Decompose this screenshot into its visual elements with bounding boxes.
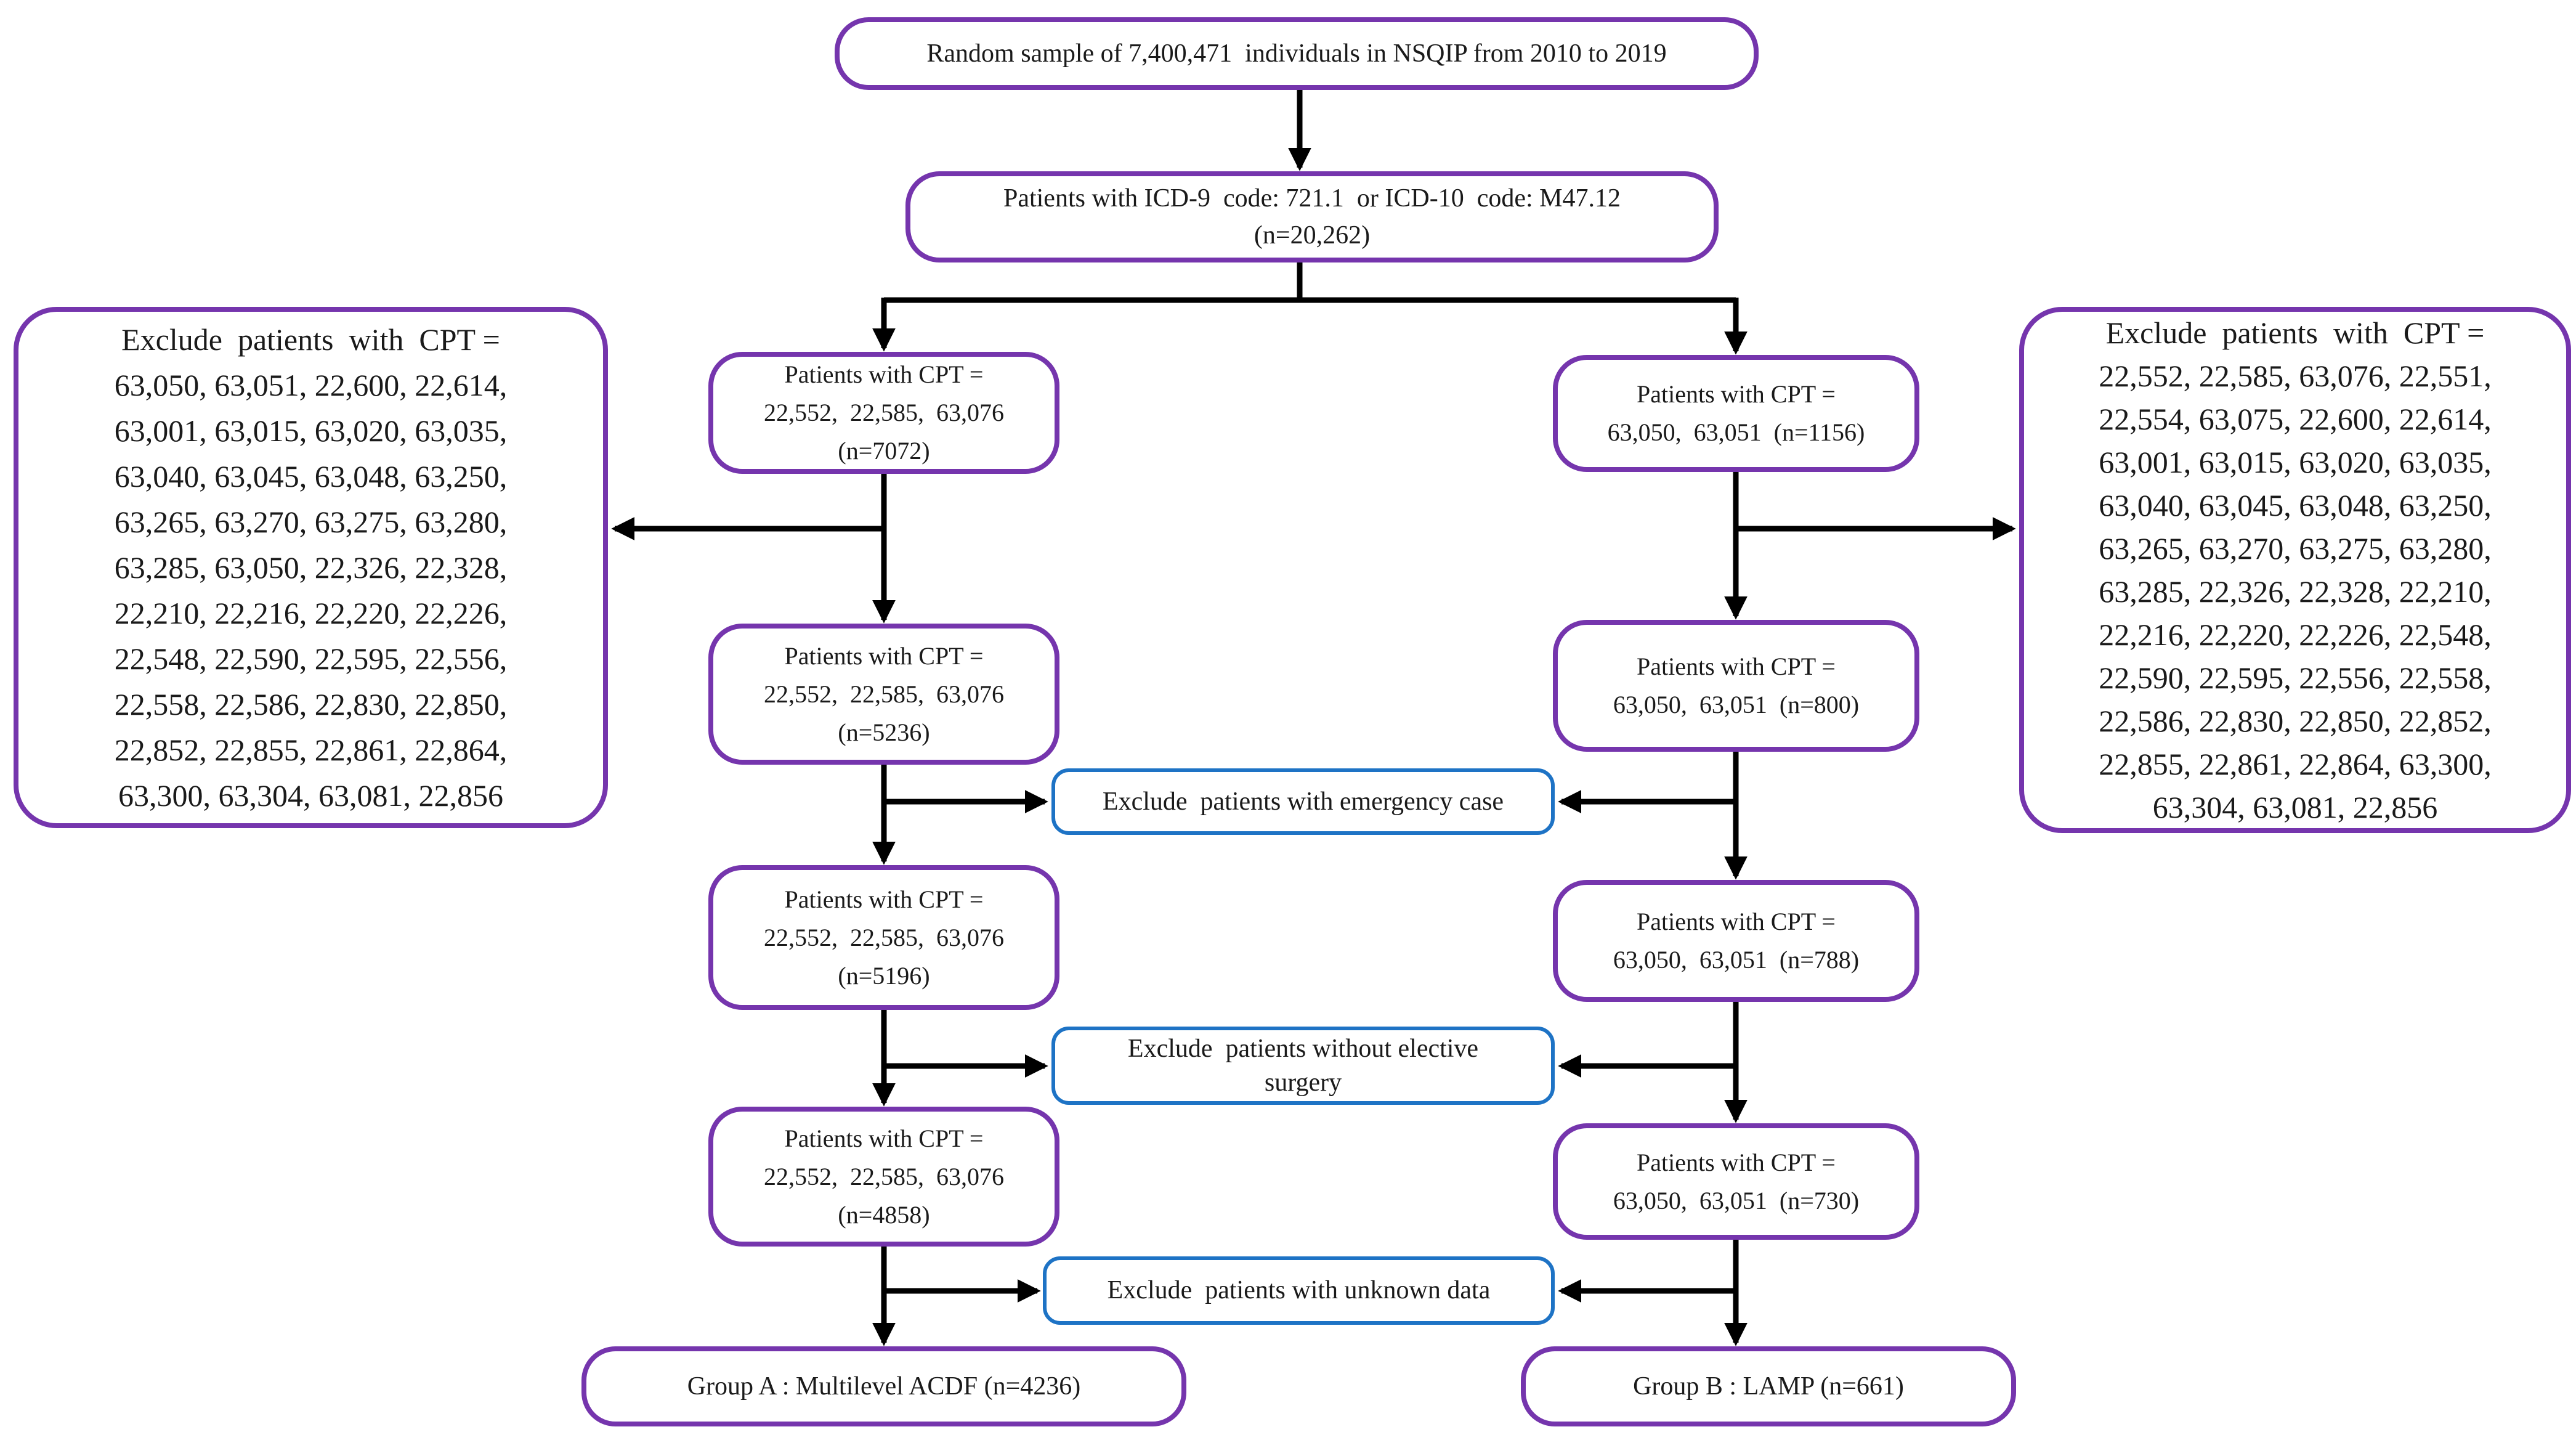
node-cpt-n1156: Patients with CPT =63,050, 63,051 (n=115… — [1553, 355, 1919, 472]
node-cpt-n5196: Patients with CPT =22,552, 22,585, 63,07… — [708, 865, 1059, 1010]
node-cpt-n788: Patients with CPT =63,050, 63,051 (n=788… — [1553, 880, 1919, 1002]
node-cpt-n5236: Patients with CPT =22,552, 22,585, 63,07… — [708, 624, 1059, 765]
node-icd-criteria: Patients with ICD-9 code: 721.1 or ICD-1… — [905, 171, 1719, 262]
node-cpt-n7072: Patients with CPT =22,552, 22,585, 63,07… — [708, 352, 1059, 474]
node-exclude-cpt-right: Exclude patients with CPT =22,552, 22,58… — [2019, 307, 2571, 833]
node-exclude-unknown: Exclude patients with unknown data — [1043, 1256, 1555, 1325]
node-group-b: Group B : LAMP (n=661) — [1521, 1346, 2016, 1426]
node-cpt-n4858: Patients with CPT =22,552, 22,585, 63,07… — [708, 1107, 1059, 1247]
node-random-sample: Random sample of 7,400,471 individuals i… — [835, 17, 1759, 90]
node-cpt-n800: Patients with CPT =63,050, 63,051 (n=800… — [1553, 620, 1919, 752]
node-exclude-cpt-left: Exclude patients with CPT =63,050, 63,05… — [14, 307, 608, 828]
node-group-a: Group A : Multilevel ACDF (n=4236) — [581, 1346, 1186, 1426]
node-cpt-n730: Patients with CPT =63,050, 63,051 (n=730… — [1553, 1123, 1919, 1240]
node-exclude-emergency: Exclude patients with emergency case — [1051, 768, 1555, 835]
